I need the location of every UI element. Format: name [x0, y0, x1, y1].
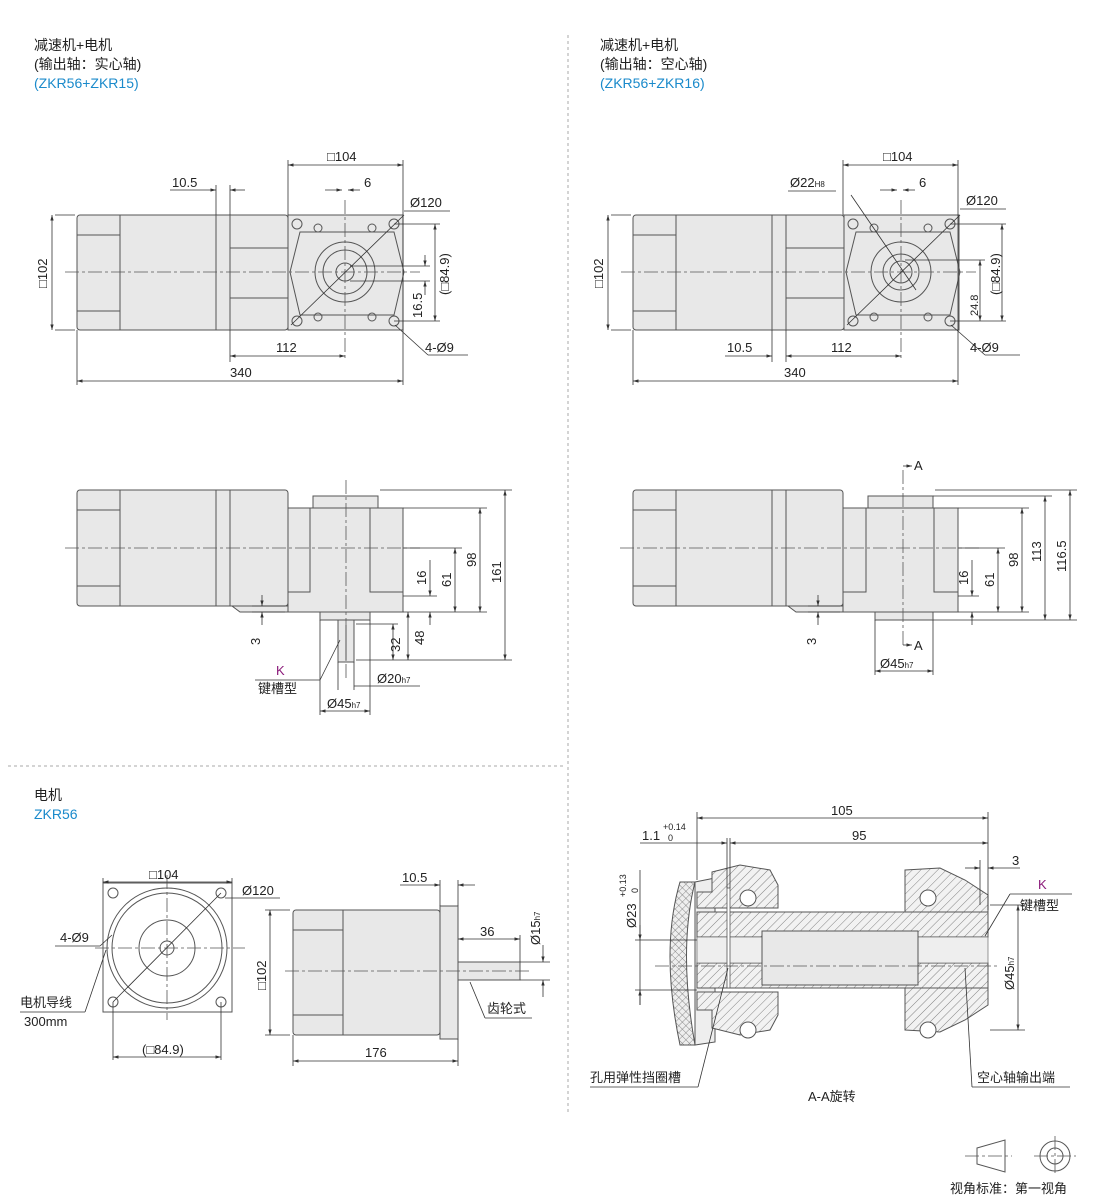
dim-label: Ø45h7	[880, 656, 914, 671]
title-line: 电机	[34, 787, 62, 803]
keyway-k-label: K	[1038, 877, 1047, 892]
dim-label: Ø120	[410, 195, 442, 210]
dim-label: 16.5	[410, 293, 425, 318]
motor-lead-label: 电机导线	[20, 995, 72, 1010]
dim-label: Ø45h7	[1002, 956, 1017, 990]
dimensions-section-a-a: 105 95 1.1 +0.14 0 3 K 键槽型 Ø23 +0.13 0 Ø…	[590, 803, 1072, 1104]
keyway-k-label: K	[276, 663, 285, 678]
tolerance-upper: +0.14	[663, 822, 686, 832]
dim-label: 10.5	[172, 175, 197, 190]
dim-label: (□84.9)	[142, 1042, 184, 1057]
geared-motor-solid-top-view	[65, 200, 420, 360]
keyway-type-label: 键槽型	[258, 681, 297, 696]
tolerance-lower: 0	[668, 833, 673, 843]
title-line: (输出轴：实心轴)	[34, 56, 142, 72]
dim-label: 340	[230, 365, 252, 380]
title-line: 减速机+电机	[600, 37, 679, 53]
keyway-type-label: 键槽型	[1020, 898, 1059, 913]
title-line: (输出轴：空心轴)	[600, 56, 708, 72]
dim-label: Ø22H8	[790, 175, 825, 190]
dim-label: □102	[35, 258, 50, 288]
dim-label: □104	[883, 149, 913, 164]
dim-label: 32	[388, 638, 403, 652]
dim-label: 6	[919, 175, 926, 190]
dim-label: 16	[414, 571, 429, 585]
dim-label: 4-Ø9	[970, 340, 999, 355]
geared-motor-solid-side-view	[65, 480, 420, 680]
dim-label: □104	[149, 867, 179, 882]
projection-label: 视角标准：第一视角	[950, 1181, 1067, 1196]
dim-label: 95	[852, 828, 866, 843]
dim-label: 36	[480, 924, 494, 939]
dim-label: 116.5	[1054, 540, 1069, 572]
geared-motor-hollow-top-view	[621, 194, 976, 360]
dim-label: 113	[1029, 541, 1044, 562]
first-angle-projection-symbol: 视角标准：第一视角	[950, 1136, 1076, 1196]
hollow-shaft-output-label: 空心轴输出端	[977, 1070, 1055, 1085]
dim-label: 98	[1006, 553, 1021, 567]
dim-label: 98	[464, 553, 479, 567]
dim-label: 112	[276, 340, 297, 355]
dim-label: 3	[804, 638, 819, 645]
dim-label: 61	[982, 573, 997, 587]
tolerance-upper: +0.13	[618, 874, 628, 897]
dim-label: 10.5	[402, 870, 427, 885]
dim-label: 4-Ø9	[425, 340, 454, 355]
dim-label: 112	[831, 340, 852, 355]
dim-label: 4-Ø9	[60, 930, 89, 945]
circlip-groove-label: 孔用弹性挡圈槽	[590, 1070, 681, 1085]
dim-label: (□84.9)	[437, 253, 452, 295]
section-marker-a-bottom: A	[914, 638, 923, 653]
geared-motor-hollow-side-view: A A	[620, 458, 980, 653]
dim-label: 61	[439, 573, 454, 587]
dim-label: Ø15h7	[528, 911, 543, 945]
dim-label: Ø120	[242, 883, 274, 898]
model-code: (ZKR56+ZKR16)	[600, 75, 705, 91]
motor-side-view	[285, 905, 530, 1040]
dimensions-side-right: 116.5 113 98 61 16 3 Ø45h7	[804, 489, 1077, 675]
dimensions-motor-front: □104 Ø120 4-Ø9 电机导线 300mm (□84.9)	[20, 867, 280, 1060]
dim-label: 105	[831, 803, 853, 818]
dimensions-motor-side: 10.5 36 Ø15h7 □102 齿轮式 176	[254, 870, 550, 1066]
dim-label: Ø45h7	[327, 696, 361, 711]
title-line: 减速机+电机	[34, 37, 113, 53]
dim-label: 6	[364, 175, 371, 190]
dim-label: □104	[327, 149, 357, 164]
title-geared-solid: 减速机+电机 (输出轴：实心轴) (ZKR56+ZKR15)	[34, 36, 141, 93]
dim-label: Ø120	[966, 193, 998, 208]
dim-label: 161	[489, 561, 504, 583]
section-caption: A-A旋转	[808, 1089, 856, 1104]
section-marker-a-top: A	[914, 458, 923, 473]
dim-label: 3	[248, 638, 263, 645]
motor-front-view	[95, 875, 245, 1020]
dim-label: 48	[412, 631, 427, 645]
tolerance-lower: 0	[630, 888, 640, 893]
gear-type-label: 齿轮式	[487, 1001, 526, 1016]
dim-label: 3	[1012, 853, 1019, 868]
dim-label: Ø23	[624, 903, 639, 928]
dimensions-top-right: □104 Ø22H8 6 Ø120 □102 (□84.9) 24.8 4-Ø9…	[591, 149, 1020, 385]
motor-lead-length: 300mm	[24, 1014, 67, 1029]
dim-label: 340	[784, 365, 806, 380]
dim-label: 176	[365, 1045, 387, 1060]
dim-label: 1.1	[642, 828, 660, 843]
dim-label: 16	[956, 571, 971, 585]
dim-label: (□84.9)	[988, 253, 1003, 295]
model-code: (ZKR56+ZKR15)	[34, 75, 139, 91]
dimensions-top-left: □104 10.5 6 Ø120 □102 (□84.9) 16.5 4-Ø9 …	[35, 149, 468, 385]
dim-label: Ø20h7	[377, 671, 411, 686]
dim-label: □102	[591, 258, 606, 288]
model-code: ZKR56	[34, 806, 78, 822]
title-motor: 电机 ZKR56	[34, 786, 78, 824]
dimensions-side-left: 161 98 61 16 48 32 3 K 键槽型 Ø20h7	[248, 489, 512, 715]
section-a-a-view	[655, 864, 1000, 1046]
dim-label: □102	[254, 960, 269, 990]
title-geared-hollow: 减速机+电机 (输出轴：空心轴) (ZKR56+ZKR16)	[600, 36, 707, 93]
dim-label: 24.8	[969, 295, 981, 316]
dim-label: 10.5	[727, 340, 752, 355]
